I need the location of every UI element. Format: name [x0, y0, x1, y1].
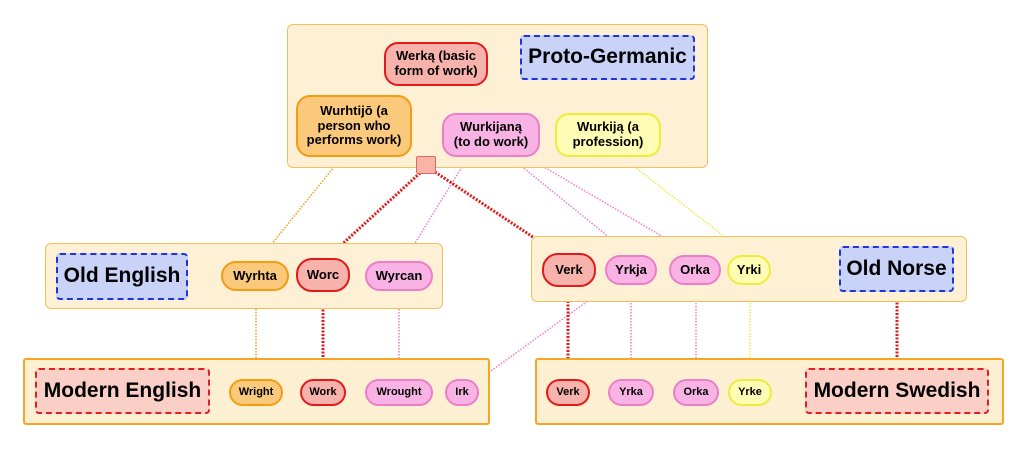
- old-norse-label: Old Norse: [839, 246, 954, 292]
- word-orka-old-norse: Orka: [669, 255, 721, 285]
- word-yrka: Yrka: [608, 379, 654, 406]
- word-wurkija: Wurkiją (a profession): [555, 113, 661, 157]
- word-wright: Wright: [229, 379, 283, 406]
- word-work: Work: [300, 379, 346, 406]
- word-yrke: Yrke: [728, 379, 772, 406]
- word-orka-swedish: Orka: [673, 379, 719, 406]
- word-wurhtijo: Wurhtijō (a person who performs work): [296, 95, 412, 157]
- proto-germanic-label: Proto-Germanic: [520, 35, 695, 80]
- old-english-label: Old English: [56, 253, 188, 300]
- word-irk: Irk: [445, 379, 479, 406]
- junction-node: [416, 156, 436, 174]
- word-werka: Werką (basic form of work): [384, 42, 488, 86]
- modern-swedish-label: Modern Swedish: [805, 368, 989, 414]
- word-wyrhta: Wyrhta: [221, 261, 289, 291]
- word-wrought: Wrought: [365, 379, 433, 406]
- word-wurkijana: Wurkijaną (to do work): [442, 113, 540, 157]
- word-verk-old-norse: Verk: [542, 253, 596, 287]
- word-yrkja: Yrkja: [605, 255, 657, 285]
- word-verk-swedish: Verk: [546, 379, 590, 406]
- modern-english-label: Modern English: [35, 368, 210, 414]
- word-yrki: Yrki: [727, 255, 771, 285]
- word-worc: Worc: [296, 258, 350, 292]
- word-wyrcan: Wyrcan: [365, 261, 433, 291]
